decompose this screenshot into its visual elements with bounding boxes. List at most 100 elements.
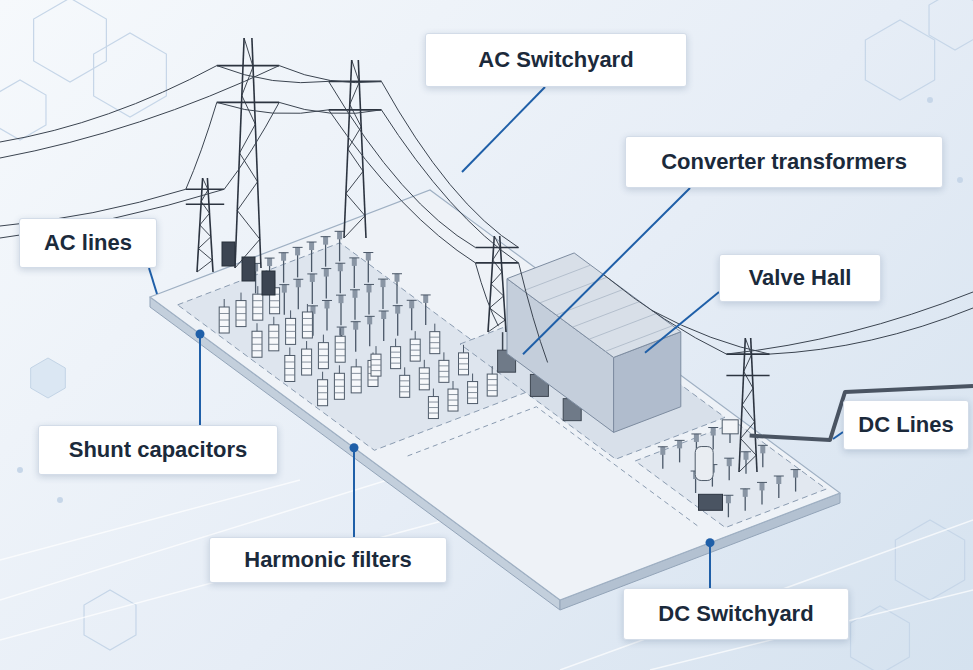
insulator — [694, 434, 699, 442]
capacitor-rib — [371, 359, 381, 360]
capacitor-post — [339, 365, 340, 373]
tower-bracing — [739, 338, 756, 472]
hexagon-outline — [929, 0, 973, 50]
tower-crossarm — [186, 204, 224, 206]
insulator — [367, 284, 372, 292]
callout-box: Valve Hall — [719, 254, 881, 302]
leader-line — [645, 292, 719, 353]
capacitor-stack — [351, 367, 361, 393]
bus-stub — [364, 284, 374, 285]
bus-stub — [421, 294, 431, 295]
capacitor-rib — [400, 380, 410, 381]
capacitor-stack — [487, 374, 497, 396]
capacitor-rib — [428, 407, 438, 408]
capacitor-rib — [335, 342, 345, 343]
capacitor-post — [257, 286, 258, 294]
capacitor-rib — [253, 307, 263, 308]
control-cabinet — [222, 242, 235, 266]
capacitor-post — [376, 346, 377, 354]
bus-stub — [336, 295, 346, 296]
capacitor-post — [395, 339, 396, 347]
capacitor-rib — [448, 394, 458, 395]
capacitor-rib — [439, 365, 449, 366]
capacitor-stack — [318, 380, 328, 406]
insulator — [395, 306, 400, 314]
capacitor-rib — [302, 324, 312, 325]
capacitor-stack — [391, 347, 401, 369]
tower-crossarm — [726, 375, 769, 377]
capacitor-rib — [269, 344, 279, 345]
control-cabinet — [242, 257, 255, 281]
bus-stub — [308, 305, 318, 306]
insulator — [324, 269, 329, 277]
tower-crossarm — [186, 188, 224, 190]
capacitor-post — [307, 304, 308, 312]
bus-stub — [392, 273, 402, 274]
capacitor-rib — [286, 331, 296, 332]
capacitor-rib — [419, 373, 429, 374]
leader-line — [199, 334, 201, 425]
capacitor-stack — [335, 336, 345, 362]
bus-stub — [658, 446, 668, 447]
capacitor-post — [323, 335, 324, 343]
conductor-wire — [381, 81, 518, 247]
insulator — [381, 279, 386, 287]
bus-stub — [407, 300, 417, 301]
capacitor-post — [306, 341, 307, 349]
insulator — [660, 447, 665, 455]
leader-line — [833, 432, 843, 439]
capacitor-rib — [285, 374, 295, 375]
capacitor-post — [322, 372, 323, 380]
tower-bracing — [235, 38, 260, 268]
conductor-wire — [475, 263, 498, 326]
capacitor-post — [257, 323, 258, 331]
callout-label: Harmonic filters — [244, 547, 412, 573]
platform-top — [150, 190, 840, 600]
decor-dot — [57, 497, 63, 503]
insulator — [423, 295, 428, 303]
capacitor-rib — [318, 386, 328, 387]
capacitor-rib — [419, 378, 429, 379]
tower-leg — [358, 60, 366, 238]
dc-cabinet — [722, 420, 738, 434]
insulator — [310, 274, 315, 282]
capacitor-rib — [253, 300, 263, 301]
capacitor-rib — [371, 370, 381, 371]
capacitor-rib — [318, 362, 328, 363]
capacitor-post — [443, 352, 444, 360]
tower-bracing — [344, 60, 365, 238]
tower-crossarm — [475, 262, 518, 264]
hexagon-outline — [895, 520, 964, 600]
capacitor-rib — [371, 365, 381, 366]
capacitor-rib — [236, 320, 246, 321]
callout-box: Harmonic filters — [209, 537, 447, 583]
bus-stub — [335, 231, 345, 232]
capacitor-rib — [318, 399, 328, 400]
capacitor-rib — [286, 324, 296, 325]
capacitor-rib — [269, 337, 279, 338]
capacitor-rib — [351, 379, 361, 380]
capacitor-rib — [219, 313, 229, 314]
capacitor-rib — [459, 369, 469, 370]
capacitor-post — [433, 389, 434, 397]
capacitor-stack — [410, 339, 420, 361]
insulator — [309, 242, 314, 250]
capacitor-stack — [219, 307, 229, 333]
capacitor-rib — [318, 355, 328, 356]
callout-label: Shunt capacitors — [69, 437, 247, 463]
bushing — [502, 332, 504, 350]
insulator — [282, 285, 287, 293]
capacitor-rib — [430, 342, 440, 343]
capacitor-rib — [351, 386, 361, 387]
valve-hall-roof — [507, 253, 681, 357]
conductor-wire — [381, 110, 518, 263]
insulator — [727, 458, 732, 466]
bus-stub — [351, 321, 361, 322]
capacitor-rib — [302, 331, 312, 332]
insulator — [295, 247, 300, 255]
capacitor-rib — [487, 390, 497, 391]
capacitor-post — [453, 381, 454, 389]
insulator — [793, 470, 798, 478]
capacitor-rib — [334, 379, 344, 380]
bus-stub — [322, 300, 332, 301]
